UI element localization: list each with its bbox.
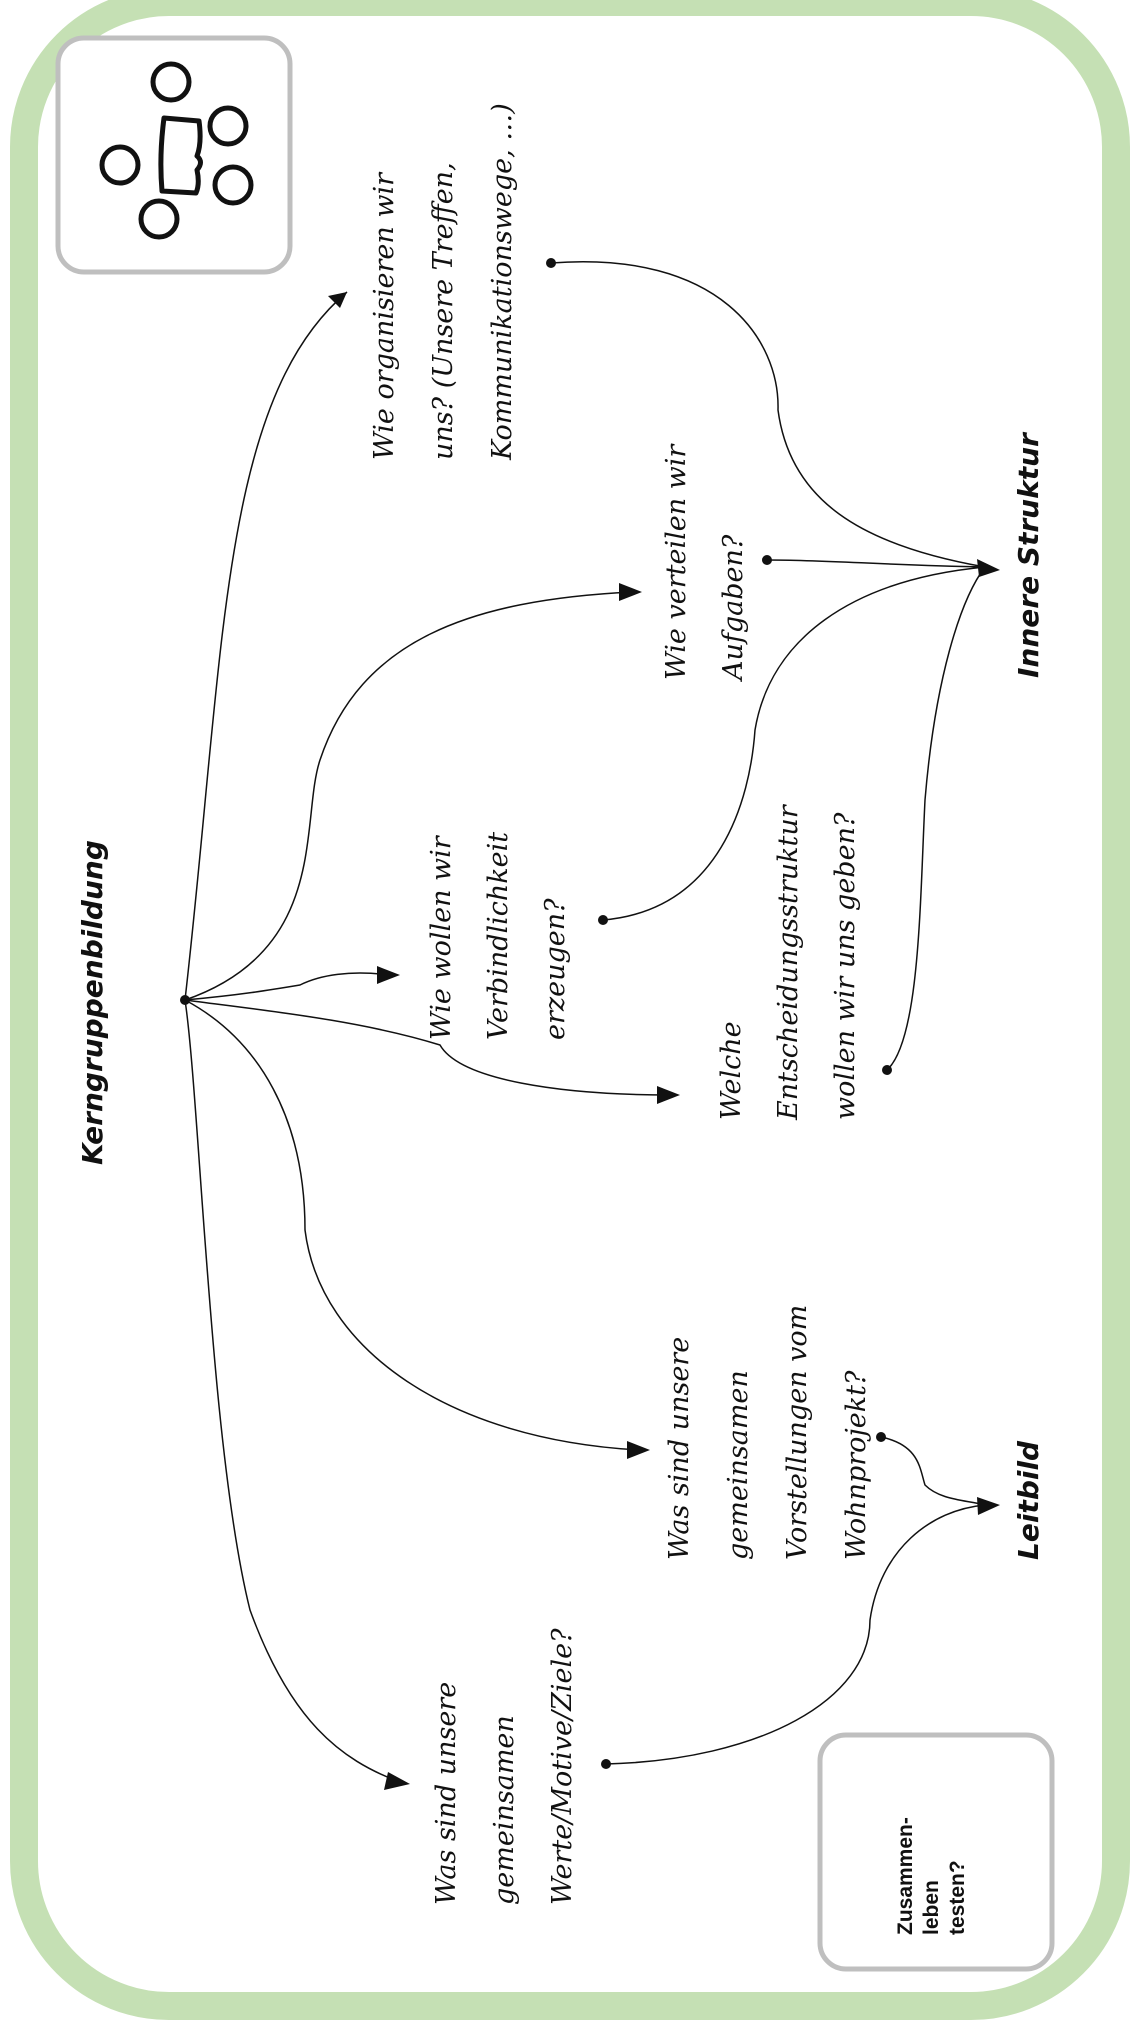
svg-text:Zusammen- leben te: Zusammen- leben testen? (894, 1811, 969, 1935)
root-branches (184, 291, 680, 1790)
question-entscheidung: Welche Entscheidungsstruktur wollen wir … (716, 797, 861, 1121)
question-verbindlichkeit-line-2: Verbindlichkeit (483, 832, 514, 1040)
outcome-leitbild: Leitbild (1012, 1440, 1045, 1560)
question-verbindlichkeit-line-3: erzeugen? (540, 898, 571, 1040)
question-werte: Was sind unsere gemeinsamen Werte/Motive… (431, 1628, 578, 1905)
svg-text:Wie wollen wir Verbindli: Wie wollen wir Verbindlichkeit erzeugen? (426, 823, 571, 1040)
leitbild-edges (601, 1432, 1000, 1769)
box-line-1: Zusammen- (894, 1817, 917, 1935)
question-organisieren-line-3: Kommunikationswege, …) (487, 103, 518, 461)
question-entscheidung-line-1: Welche (716, 1021, 747, 1120)
svg-text:Was sind unsere gemeinsa: Was sind unsere gemeinsamen Werte/Motive… (431, 1628, 578, 1905)
question-vorstellungen: Was sind unsere gemeinsamen Vorstellunge… (664, 1296, 872, 1560)
question-vorstellungen-line-1: Was sind unsere (664, 1337, 695, 1560)
question-organisieren: Wie organisieren wir uns? (Unsere Treffe… (369, 103, 518, 461)
question-werte-line-3: Werte/Motive/Ziele? (547, 1628, 578, 1905)
question-verbindlichkeit: Wie wollen wir Verbindlichkeit erzeugen? (426, 823, 571, 1040)
question-organisieren-line-2: uns? (Unsere Treffen, (428, 162, 459, 460)
question-verbindlichkeit-line-1: Wie wollen wir (426, 834, 457, 1040)
question-werte-line-1: Was sind unsere (431, 1682, 462, 1905)
question-werte-line-2: gemeinsamen (489, 1715, 520, 1905)
question-aufgaben-line-1: Wie verteilen wir (661, 443, 692, 680)
question-vorstellungen-line-2: gemeinsamen (723, 1370, 754, 1560)
question-entscheidung-line-2: Entscheidungsstruktur (773, 803, 804, 1121)
question-aufgaben-line-2: Aufgaben? (718, 534, 749, 683)
svg-text:Wie organisieren wir uns: Wie organisieren wir uns? (Unsere Treffe… (369, 103, 518, 461)
group-meeting-icon (55, 35, 293, 275)
question-entscheidung-line-3: wollen wir uns geben? (830, 812, 861, 1120)
innere-struktur-edges (546, 258, 1000, 1075)
test-living-box: Zusammen- leben testen? (817, 1732, 1055, 1972)
svg-text:Was sind unsere gemeinsa: Was sind unsere gemeinsamen Vorstellunge… (664, 1296, 872, 1560)
svg-text:Welche Entscheidungsstru: Welche Entscheidungsstruktur wollen wir … (716, 797, 861, 1121)
box-line-2: leben (920, 1880, 943, 1935)
question-aufgaben: Wie verteilen wir Aufgaben? (661, 436, 749, 683)
outcome-innere-struktur: Innere Struktur (1012, 431, 1045, 678)
question-organisieren-line-1: Wie organisieren wir (369, 171, 400, 460)
question-vorstellungen-line-4: Wohnprojekt? (841, 1370, 872, 1560)
box-line-3: testen? (946, 1860, 969, 1935)
outer-frame (10, 0, 1130, 2020)
question-vorstellungen-line-3: Vorstellungen vom (782, 1305, 813, 1560)
root-label: Kerngruppenbildung (76, 840, 109, 1165)
svg-text:Wie verteilen wir Aufgab: Wie verteilen wir Aufgaben? (661, 436, 749, 683)
